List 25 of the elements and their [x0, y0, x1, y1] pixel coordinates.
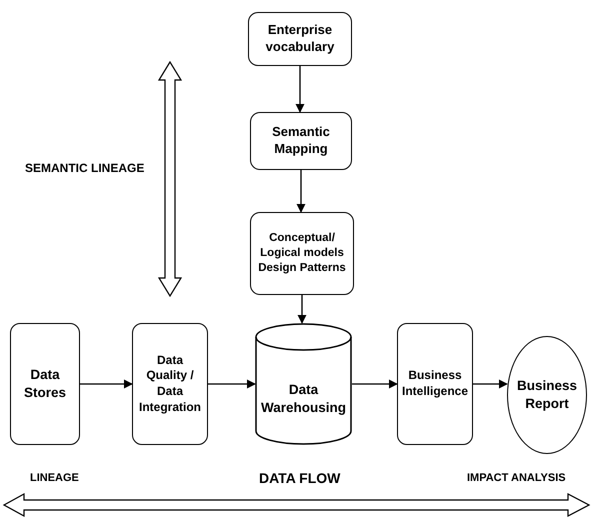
annotation-label: LINEAGE — [30, 472, 79, 484]
annotation-label: DATA FLOW — [259, 470, 340, 486]
arrow — [297, 295, 307, 324]
process-box — [10, 323, 80, 445]
arrow — [296, 170, 306, 213]
annotation-label: SEMANTIC LINEAGE — [25, 161, 144, 175]
arrow — [80, 379, 133, 389]
arrow — [352, 379, 398, 389]
arrow — [208, 379, 256, 389]
node-label: Business Report — [516, 377, 578, 413]
node-label: Semantic Mapping — [271, 124, 331, 158]
process-box — [250, 112, 352, 170]
process-box — [248, 12, 352, 66]
process-box — [250, 212, 354, 295]
process-box — [132, 323, 208, 445]
process-box — [397, 323, 473, 445]
node-label: Business Intelligence — [401, 368, 469, 400]
node-label: Enterprise vocabulary — [264, 22, 336, 56]
node-label: Data Quality / Data Integration — [138, 352, 202, 416]
annotation-label: IMPACT ANALYSIS — [467, 472, 566, 484]
node-label: Data Warehousing — [260, 381, 347, 417]
node-label: Conceptual/ Logical models Design Patterns — [257, 231, 347, 276]
node-label: Data Stores — [22, 366, 68, 402]
arrow — [473, 379, 508, 389]
arrow — [295, 66, 305, 113]
